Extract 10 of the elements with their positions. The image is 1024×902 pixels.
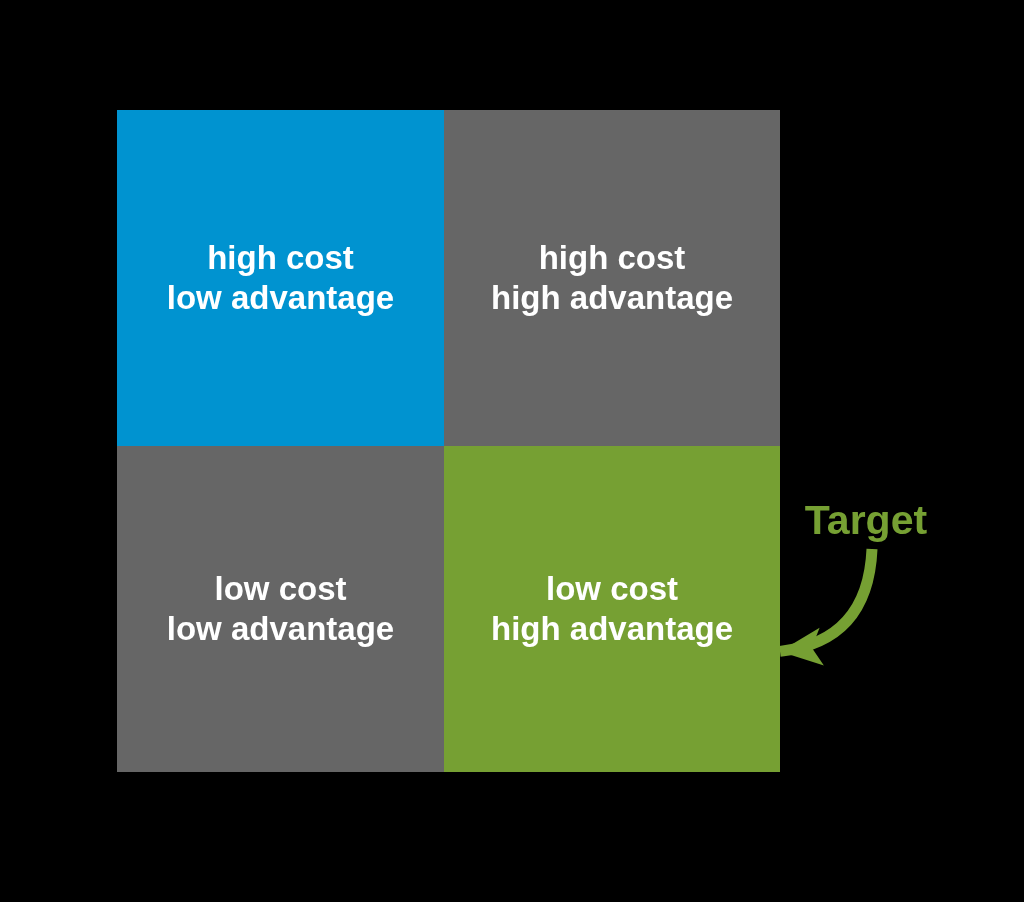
quadrant-panel bbox=[117, 110, 444, 446]
quadrant-panel bbox=[117, 446, 444, 772]
quadrant-label: low cost high advantage bbox=[490, 569, 733, 649]
curved-arrow bbox=[779, 548, 878, 664]
quadrant-label: high cost low advantage bbox=[166, 238, 395, 318]
quadrant-panel bbox=[444, 446, 780, 772]
target-label: Target bbox=[788, 497, 944, 549]
quadrant-panel bbox=[444, 110, 780, 446]
quadrant-label: low cost low advantage bbox=[166, 569, 395, 649]
quadrant-label: high cost high advantage bbox=[490, 238, 733, 318]
